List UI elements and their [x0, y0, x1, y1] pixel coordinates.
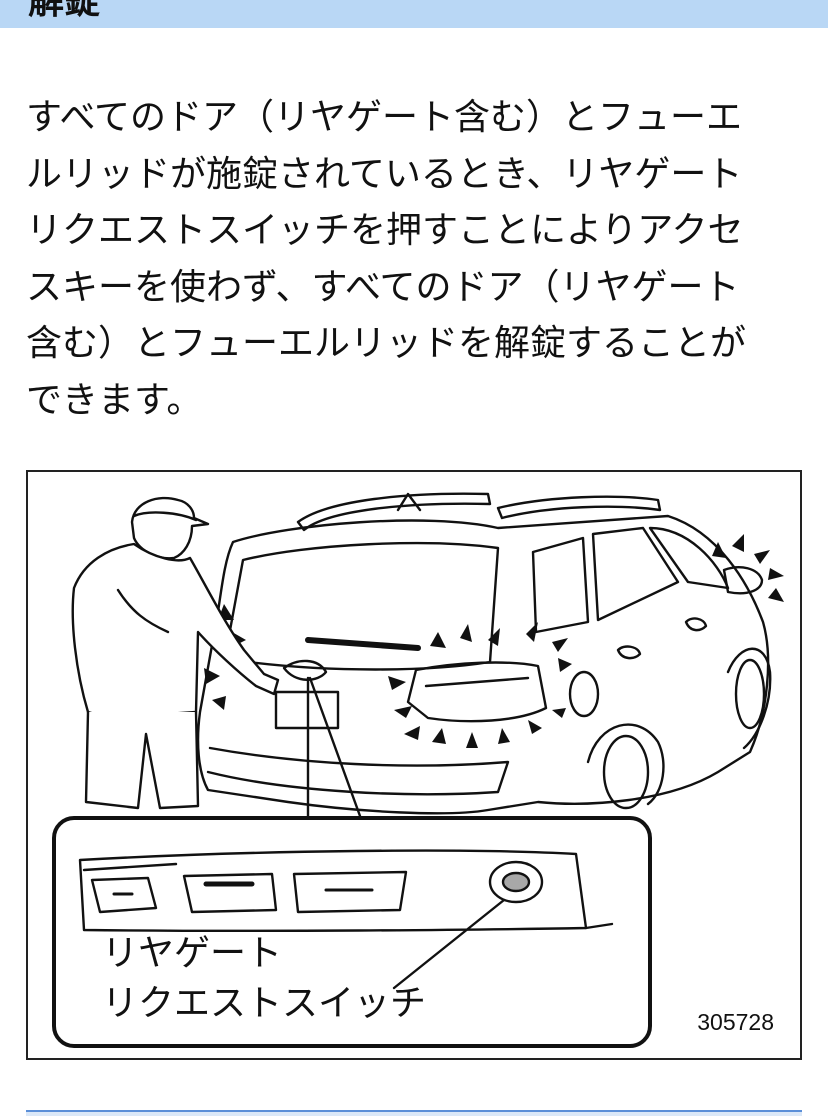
rear-wheel-arch [586, 723, 665, 806]
callout-box: リヤゲート リクエストスイッチ [52, 816, 652, 1048]
rear-wheel [602, 734, 650, 810]
antenna-fin [396, 492, 422, 512]
door-handle [684, 617, 708, 632]
callout-label: リクエストスイッチ [102, 983, 427, 1024]
illustration-figure: リヤゲート リクエストスイッチ 305728 [26, 470, 802, 1060]
body-line: すべてのドア（リヤゲート含む）とフューエ [26, 97, 743, 138]
body-paragraph: すべてのドア（リヤゲート含む）とフューエ ルリッドが施錠されているとき、リヤゲー… [26, 90, 806, 429]
side-window [531, 536, 590, 634]
front-wheel-arch [726, 647, 772, 750]
body-line: リクエストスイッチを押すことによりアクセ [26, 210, 744, 251]
person-figure [71, 496, 280, 810]
front-wheel [734, 658, 766, 730]
body-line: できます。 [26, 379, 203, 421]
switch-closeup-illustration [78, 849, 614, 990]
request-switch-button [501, 871, 531, 893]
garnish-recess [182, 872, 278, 914]
side-mirror [722, 566, 764, 595]
roof-rail [496, 495, 662, 520]
car-body [196, 514, 770, 815]
rear-gate-switch-area [282, 659, 328, 681]
garnish-edge [584, 922, 614, 930]
garnish-recess [90, 876, 158, 914]
fuel-lid [568, 670, 600, 718]
callout-pointer [308, 676, 362, 818]
flash-marks [204, 534, 784, 748]
rear-bumper [206, 746, 510, 796]
tail-light [406, 661, 548, 723]
rear-wiper [305, 637, 421, 651]
body-line: ルリッドが施錠されているとき、リヤゲート [26, 153, 743, 195]
switch-housing [488, 860, 544, 904]
section-title: 解錠 [28, 0, 101, 22]
side-window [591, 526, 680, 622]
roof-rail [296, 492, 492, 532]
body-line: 含む）とフューエルリッドを解錠することが [26, 323, 747, 364]
rear-window [224, 541, 500, 671]
label-leader-line [392, 898, 506, 990]
door-handle [616, 645, 642, 660]
garnish-edge [82, 862, 178, 872]
car-rear-illustration [71, 492, 784, 818]
garnish-recess [292, 870, 408, 914]
section-header: 解錠 [0, 0, 828, 28]
figure-number: 305728 [697, 1009, 774, 1035]
callout-label: リヤゲート [102, 933, 283, 974]
tail-light-detail [424, 676, 530, 688]
next-section-header-edge [26, 1110, 802, 1116]
body-line: スキーを使わず、すべてのドア（リヤゲート [26, 266, 740, 308]
